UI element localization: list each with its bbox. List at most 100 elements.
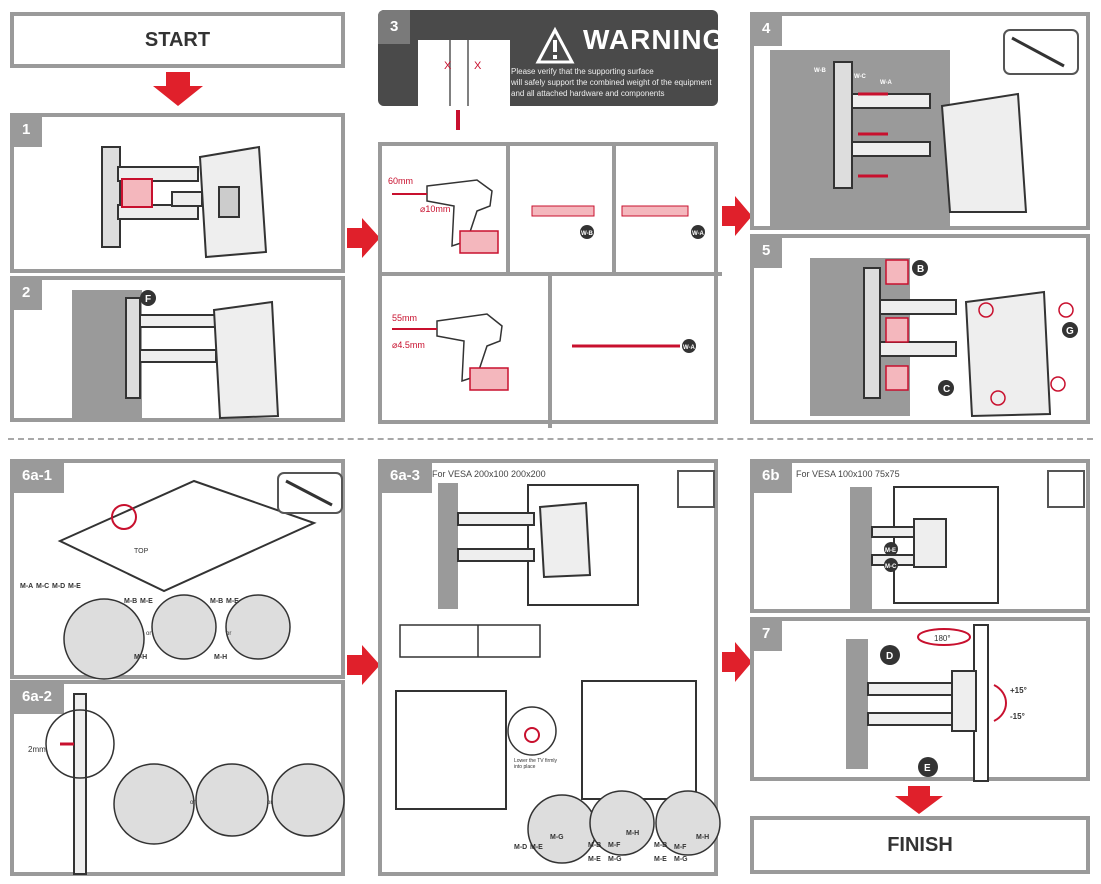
part-g-label: G: [1066, 326, 1074, 337]
tilt-up-label: +15°: [1010, 686, 1027, 695]
step-number: 6a-1: [10, 459, 65, 493]
step-number: 3: [378, 10, 411, 44]
step-6a-3-panel: 6a-3 For VESA 200x100 200x200 Lower the …: [378, 459, 721, 876]
step-7-panel: 7 180° +15° -15° D E: [750, 617, 1090, 782]
part-e-label: E: [924, 763, 931, 774]
part-wb-label: W-B: [814, 68, 827, 74]
swivel-label: 180°: [934, 634, 951, 643]
warning-text: Please verify that the supporting surfac…: [511, 66, 712, 99]
part-me-label: M-E: [588, 856, 601, 863]
step-number: 2: [10, 276, 43, 310]
or-label: or: [146, 631, 151, 637]
step-4-panel: 4 W-B W-C W-A: [750, 12, 1090, 230]
part-wa-label: W-A: [692, 231, 705, 237]
part-ma-label: M-A: [20, 583, 33, 590]
step-number: 4: [750, 12, 783, 46]
part-mh-label: M-H: [214, 654, 227, 661]
top-label: TOP: [134, 548, 149, 555]
part-mf-label: M-F: [674, 844, 687, 851]
part-mh-label: M-H: [134, 654, 147, 661]
wall-mount-illustration: [101, 145, 268, 259]
part-mb-label: M-B: [654, 842, 667, 849]
part-mg-label: M-G: [674, 856, 688, 863]
or-label: or: [190, 800, 195, 806]
step-number: 1: [10, 113, 43, 147]
or-label: or: [226, 631, 231, 637]
lower-note: Lower the TV firmly: [514, 758, 557, 764]
vesa-label: For VESA 100x100 75x75: [796, 469, 900, 479]
warning-triangle-icon: [418, 26, 575, 130]
part-me-label: M-E: [654, 856, 667, 863]
drill-bit-label: ⌀4.5mm: [392, 340, 425, 350]
part-mh-label: M-H: [626, 830, 639, 837]
part-me-label: M-E: [885, 548, 896, 554]
step-6b-panel: 6b For VESA 100x100 75x75 M-E M-C: [750, 459, 1090, 613]
part-f-label: F: [145, 294, 151, 305]
part-mc-label: M-C: [885, 564, 897, 570]
part-mg-label: M-G: [550, 834, 564, 841]
part-me-label: M-E: [226, 598, 239, 605]
part-me-label: M-E: [530, 844, 543, 851]
part-wb-label: W-B: [581, 231, 594, 237]
part-md-label: M-D: [52, 583, 65, 590]
tv-attach-small-vesa-illustration: M-E M-C: [850, 470, 1085, 609]
step-number: 6b: [750, 459, 792, 493]
step-6a-2-panel: 6a-2 2mm or or: [10, 680, 345, 876]
part-me-label: M-E: [140, 598, 153, 605]
part-b-label: B: [917, 264, 924, 275]
mount-assembly-illustration: B C G: [810, 258, 1078, 418]
part-wc-label: W-C: [854, 74, 867, 80]
drilling-illustrations: 60mm ⌀10mm W-B W-A 55mm ⌀4.5mm W-A: [382, 146, 722, 428]
step-number: 6a-2: [10, 680, 65, 714]
or-label: or: [267, 800, 272, 806]
gap-label: 2mm: [28, 745, 46, 754]
tv-side-spacer-illustration: 2mm or or: [28, 693, 345, 875]
step-2-panel: 2 F: [10, 276, 345, 422]
part-mf-label: M-F: [608, 842, 621, 849]
start-box: START: [10, 12, 345, 68]
warning-line: and all attached hardware and components: [511, 89, 665, 98]
part-wa-label: W-A: [683, 345, 696, 351]
drill-depth-label: 60mm: [388, 176, 413, 186]
tilt-down-label: -15°: [1010, 712, 1025, 721]
vesa-label: For VESA 200x100 200x200: [432, 469, 546, 479]
part-d-label: D: [886, 651, 893, 662]
two-person-lift-icon: [1047, 470, 1085, 508]
warning-box: 3 WARNING Please verify that the support…: [378, 10, 724, 130]
drill-bit-label: ⌀10mm: [420, 204, 450, 214]
x-mark: X: [444, 60, 452, 72]
part-md-label: M-D: [514, 844, 527, 851]
lower-note: into place: [514, 764, 536, 770]
step-number: 6a-3: [378, 459, 433, 493]
mount-screwing-illustration: W-B W-C W-A: [770, 29, 1079, 226]
finish-box: FINISH: [750, 816, 1090, 874]
part-mg-label: M-G: [608, 856, 622, 863]
part-mb-label: M-B: [588, 842, 601, 849]
x-mark: X: [474, 60, 482, 72]
part-c-label: C: [943, 384, 950, 395]
part-mc-label: M-C: [36, 583, 49, 590]
warning-line: Please verify that the supporting surfac…: [511, 67, 654, 76]
part-mh-label: M-H: [696, 834, 709, 841]
tv-back-screw-illustration: TOP M-A M-C M-D M-E M-B M-E M-B M-E M-H …: [20, 472, 343, 680]
tv-attach-illustration: Lower the TV firmly into place M-D M-E M…: [395, 470, 721, 864]
wall-mount-on-brick-illustration: F: [72, 290, 280, 420]
adjustment-illustration: 180° +15° -15° D E: [846, 624, 1027, 782]
start-label: START: [144, 28, 211, 51]
part-mb-label: M-B: [210, 598, 223, 605]
step-number: 5: [750, 234, 783, 268]
section-divider: [8, 438, 1093, 440]
part-mb-label: M-B: [124, 598, 137, 605]
step-1-panel: 1: [10, 113, 345, 273]
part-wa-label: W-A: [880, 80, 893, 86]
finish-label: FINISH: [887, 833, 953, 856]
two-person-lift-icon: [677, 470, 715, 508]
step-5-panel: 5 B C G: [750, 234, 1090, 424]
warning-title: WARNING: [583, 24, 726, 55]
drilling-panel: 60mm ⌀10mm W-B W-A 55mm ⌀4.5mm W-A: [378, 142, 722, 428]
step-number: 7: [750, 617, 783, 651]
part-me-label: M-E: [68, 583, 81, 590]
drill-depth-label: 55mm: [392, 313, 417, 323]
warning-line: will safely support the combined weight …: [511, 78, 712, 87]
step-6a-1-panel: 6a-1 TOP M-A M-C M-D M-E M-B M-E M-B M-E…: [10, 459, 345, 680]
